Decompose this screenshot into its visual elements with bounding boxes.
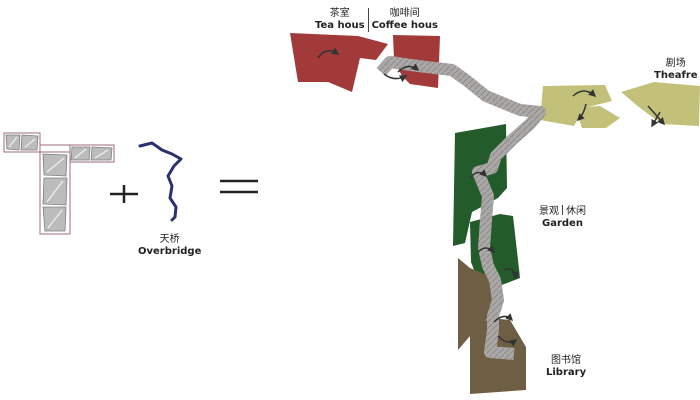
theatre-label: 剧场 Theafre — [654, 58, 698, 81]
overbridge-label: 天桥 Overbridge — [138, 234, 202, 257]
library-label: 图书馆 Library — [546, 355, 587, 378]
walkway-module — [3, 132, 115, 235]
overbridge-squiggle — [138, 141, 183, 222]
garden-label: 景观休闲 Garden — [539, 205, 586, 229]
tea-coffee-label: 茶室 Tea hous 咖啡间 Coffee hous — [312, 8, 441, 32]
plus-icon — [110, 185, 138, 203]
walkway-path — [376, 56, 546, 360]
theatre-panels — [540, 82, 700, 128]
rotate-arrow-icon — [317, 47, 665, 347]
equals-icon — [220, 179, 258, 194]
